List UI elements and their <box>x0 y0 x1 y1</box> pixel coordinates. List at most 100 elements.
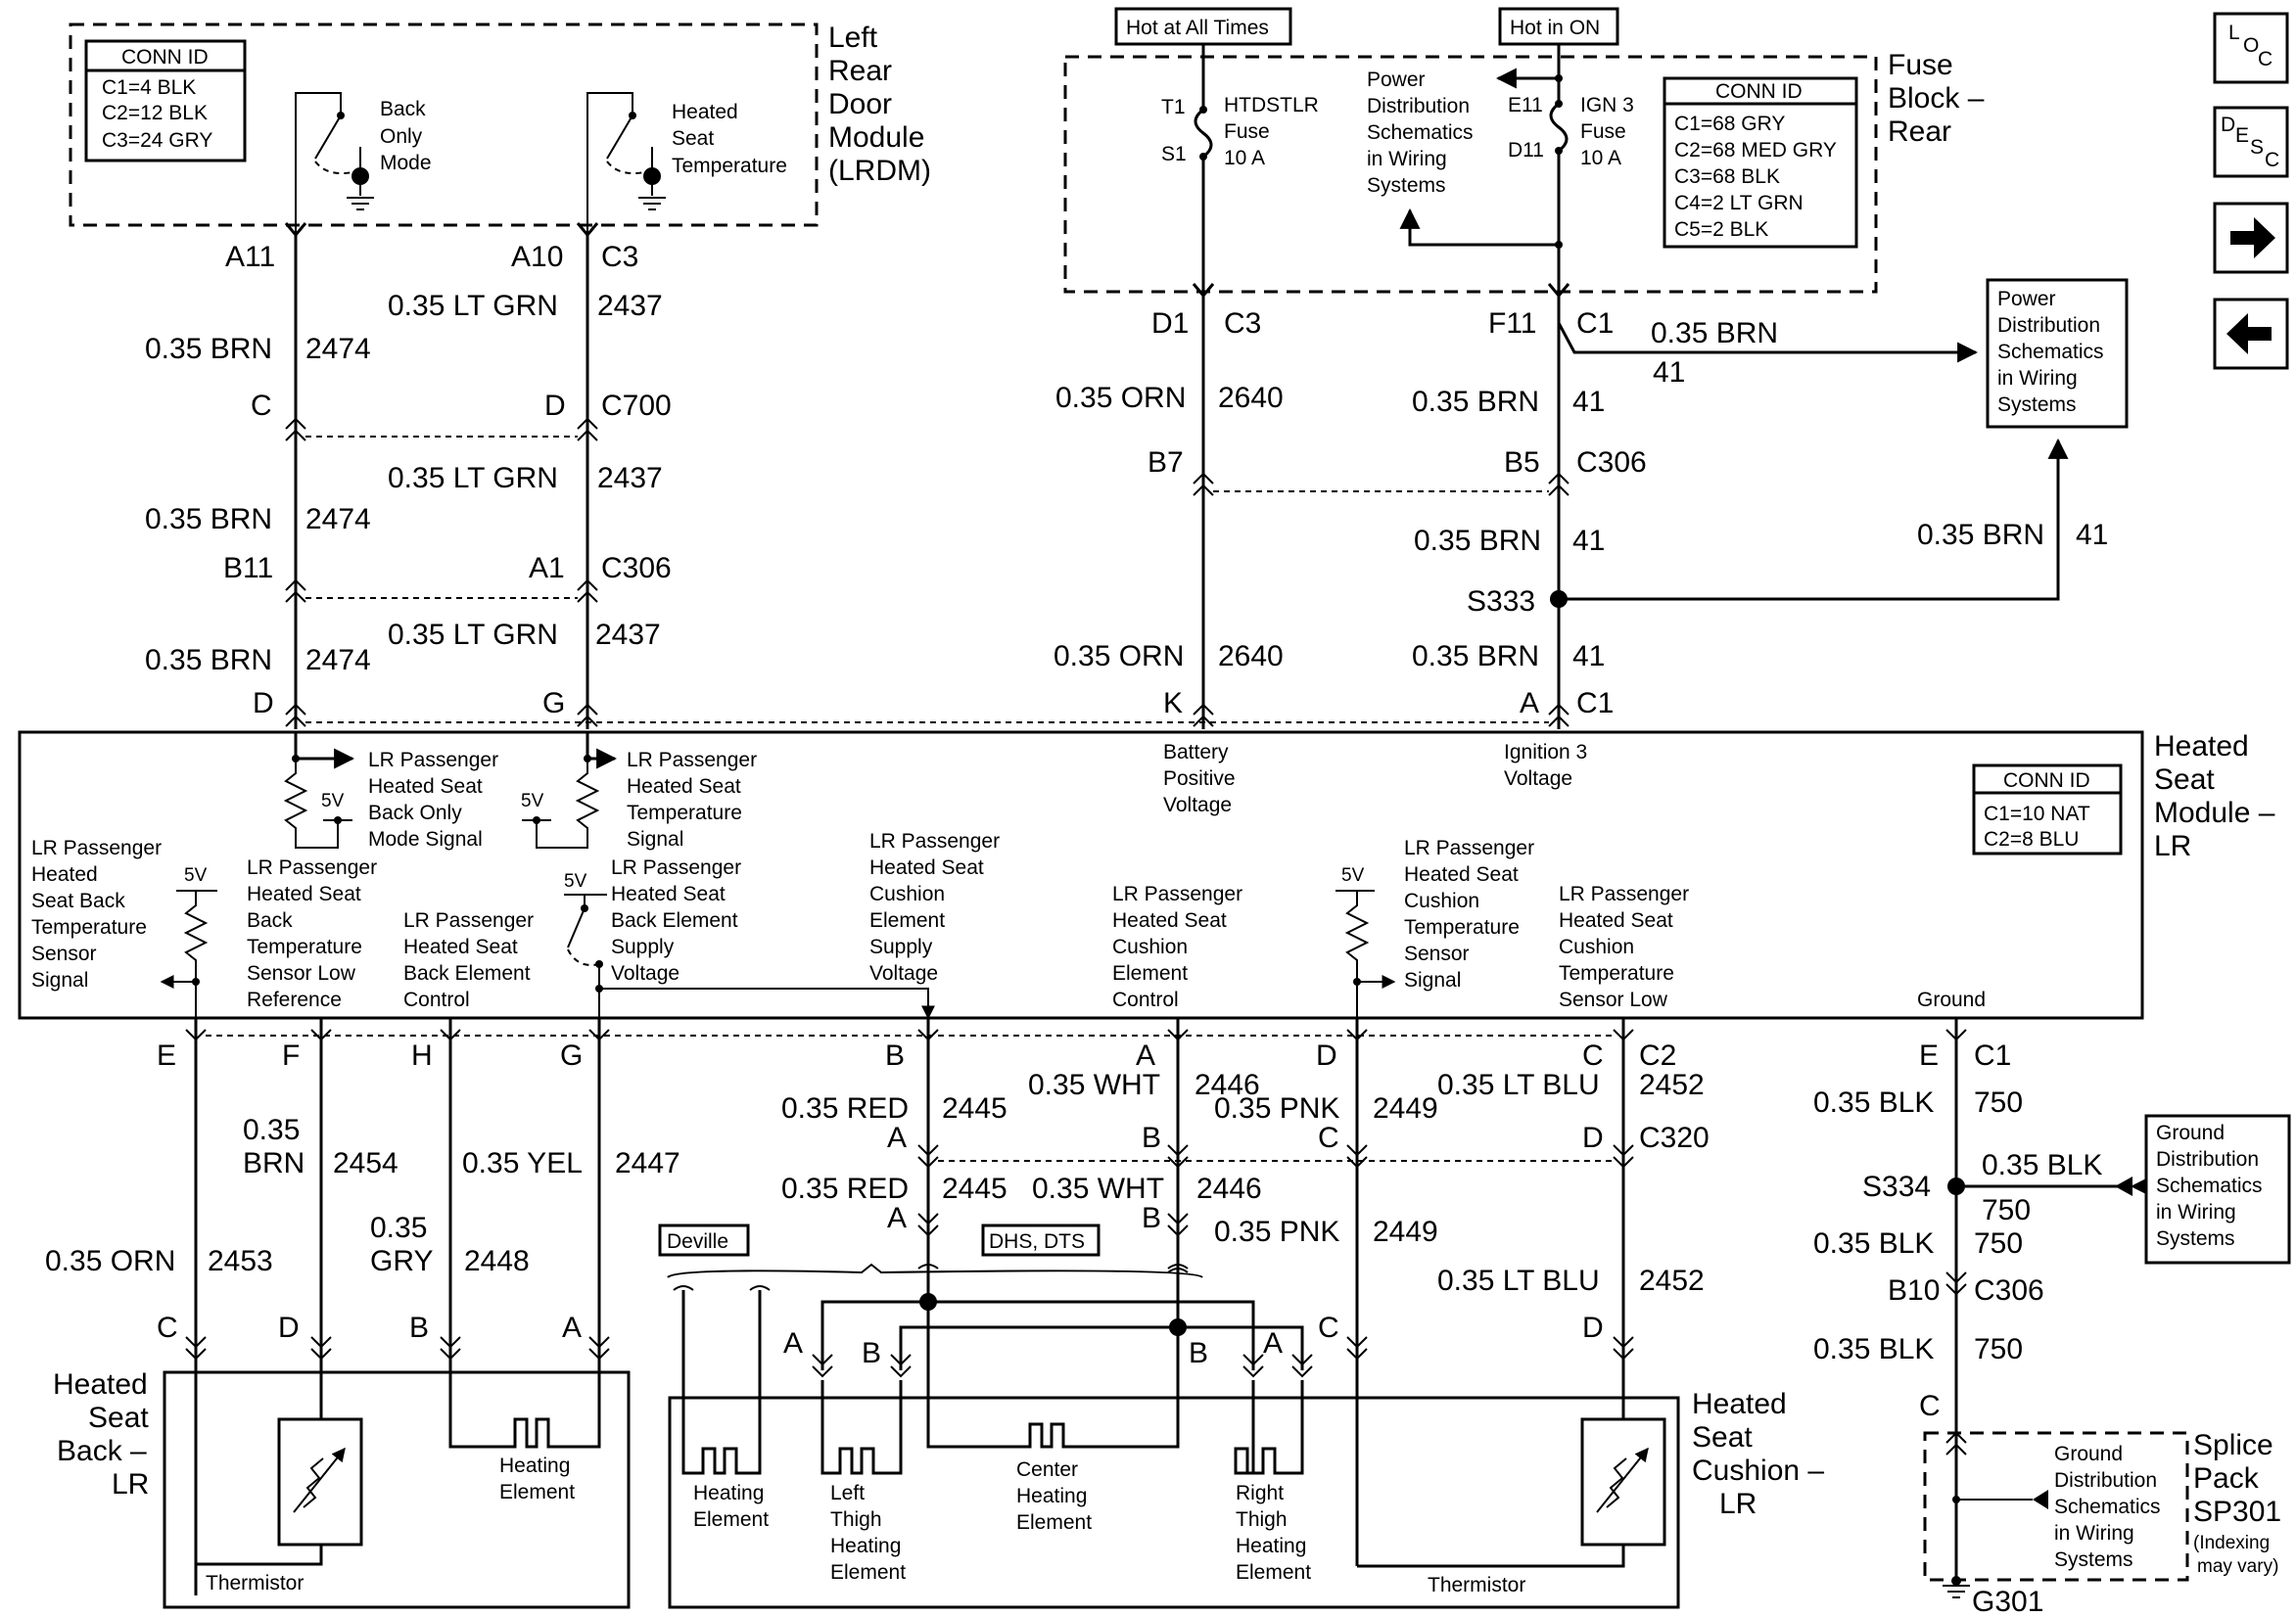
wire-number: 2437 <box>597 462 663 494</box>
wire-number: 2474 <box>305 333 371 365</box>
fuse-conn-line: C3=68 BLK <box>1674 165 1780 188</box>
signal-label: Control <box>1112 989 1179 1011</box>
fuse-conn-line: C2=68 MED GRY <box>1674 139 1837 162</box>
pin-label: A <box>783 1327 803 1360</box>
connector-id: C306 <box>1576 446 1647 479</box>
signal-label: Voltage <box>1163 794 1232 816</box>
thermistor-label: Thermistor <box>206 1572 304 1594</box>
module-name: Heated <box>2154 730 2249 762</box>
wire-size: 0.35 BRN <box>145 644 272 676</box>
heating-label: Right <box>1236 1482 1284 1504</box>
loc-letter: L <box>2228 22 2240 44</box>
location-button[interactable] <box>2213 12 2289 84</box>
pin-label: A <box>1520 687 1539 719</box>
wire-number: 2448 <box>464 1245 530 1277</box>
switch-label: Seat <box>672 127 714 150</box>
heating-label: Element <box>693 1508 769 1531</box>
module-name: Seat <box>2154 763 2215 796</box>
five-volt-label: 5V <box>184 865 208 886</box>
signal-label: LR Passenger <box>1112 883 1242 905</box>
pin-label: B11 <box>223 552 273 584</box>
connector-id: C306 <box>601 552 672 584</box>
signal-label: LR Passenger <box>247 856 377 879</box>
pin-label: E <box>157 1040 176 1072</box>
module-name: Left <box>828 22 878 54</box>
fuse-pin: S1 <box>1161 143 1187 165</box>
fuse-block-rear: Hot at All Times Hot in ON T1 S1 HTDSTLR… <box>1063 7 1985 296</box>
signal-label: LR Passenger <box>1559 883 1689 905</box>
loc-letter: O <box>2243 34 2259 57</box>
hsm-conn-line: C1=10 NAT <box>1984 803 2090 825</box>
wire-size: 0.35 BRN <box>1414 525 1541 557</box>
lrdm-conn-title: CONN ID <box>121 46 209 69</box>
wire-size: 0.35 BRN <box>1412 640 1539 672</box>
heated-seat-module: Heated Seat Module – LR CONN ID C1=10 NA… <box>18 730 2275 1020</box>
signal-label: Battery <box>1163 741 1229 763</box>
heating-label: Heating <box>499 1455 570 1477</box>
signal-label: Heated Seat <box>1559 909 1673 932</box>
heating-label: Heating <box>693 1482 764 1504</box>
heating-element-icon <box>1234 1380 1304 1475</box>
thermistor-icon <box>1580 1417 1666 1547</box>
pin-label: B <box>409 1312 429 1344</box>
pds-ref-label: Schematics <box>1997 341 2104 363</box>
pin-label: D1 <box>1151 307 1189 340</box>
description-button[interactable] <box>2213 106 2289 178</box>
fuse-conn-line: C1=68 GRY <box>1674 113 1785 135</box>
fuse-pin: E11 <box>1508 94 1543 116</box>
wire-number: 750 <box>1974 1333 2023 1365</box>
pin-label: A <box>1136 1040 1155 1072</box>
heating-element-icon <box>681 1419 762 1475</box>
signal-label: Ground <box>1917 989 1986 1011</box>
module-name: Fuse <box>1888 49 1953 81</box>
module-name: Rear <box>828 55 892 87</box>
wire-number: 2446 <box>1196 1173 1262 1205</box>
heating-label: Heating <box>1016 1485 1087 1507</box>
pin-label: B5 <box>1504 446 1540 479</box>
wire-size: 0.35 BRN <box>1412 386 1539 418</box>
wire-size: GRY <box>370 1245 433 1277</box>
splice-ref-label: Systems <box>2054 1548 2133 1571</box>
pin-label: C <box>1318 1312 1339 1344</box>
signal-label: Heated Seat <box>1112 909 1227 932</box>
signal-label: Element <box>869 909 945 932</box>
pin-label: D <box>1582 1312 1604 1344</box>
hsm-conn-line: C2=8 BLU <box>1984 828 2079 851</box>
pin-label: D <box>278 1312 300 1344</box>
pin-label: C <box>1582 1040 1604 1072</box>
signal-label: Sensor <box>1404 943 1470 965</box>
signal-label: Signal <box>1404 969 1461 992</box>
wire-number: 2452 <box>1639 1265 1705 1297</box>
heating-label: Element <box>830 1561 906 1584</box>
thermistor-label: Thermistor <box>1428 1574 1525 1596</box>
wire-size: 0.35 BLK <box>1982 1149 2102 1181</box>
signal-label: Mode Signal <box>368 828 483 851</box>
module-name: Block – <box>1888 82 1985 115</box>
lrdm-conn-line: C2=12 BLK <box>102 102 208 124</box>
pds-ref-label: Power <box>1367 69 1426 91</box>
nav-buttons: L O C D E S C <box>2213 12 2289 370</box>
signal-label: Supply <box>611 936 675 958</box>
signal-label: Positive <box>1163 767 1236 790</box>
ground-label: G301 <box>1972 1586 2043 1617</box>
fuse-label: 10 A <box>1580 147 1621 169</box>
pin-label: B <box>885 1040 905 1072</box>
arrow-left-icon <box>2033 1490 2048 1509</box>
wire-number: 2437 <box>597 290 663 322</box>
switch-label: Back <box>380 98 426 120</box>
option-dhs-dts-label: DHS, DTS <box>989 1230 1085 1253</box>
pin-label: A <box>1263 1327 1283 1360</box>
module-name: Cushion – <box>1692 1455 1824 1487</box>
connector-id: C320 <box>1639 1122 1710 1154</box>
ground-ref-label: Schematics <box>2156 1175 2263 1197</box>
signal-label: Cushion <box>1112 936 1188 958</box>
switch-label: Heated <box>672 101 738 123</box>
signal-label: Heated Seat <box>1404 863 1519 886</box>
heating-label: Heating <box>1236 1535 1306 1557</box>
wire-size: 0.35 WHT <box>1032 1173 1164 1205</box>
five-volt-label: 5V <box>521 791 544 811</box>
wire-number: 2445 <box>942 1173 1007 1205</box>
splice-ref-label: Schematics <box>2054 1496 2161 1518</box>
heating-label: Element <box>1236 1561 1311 1584</box>
